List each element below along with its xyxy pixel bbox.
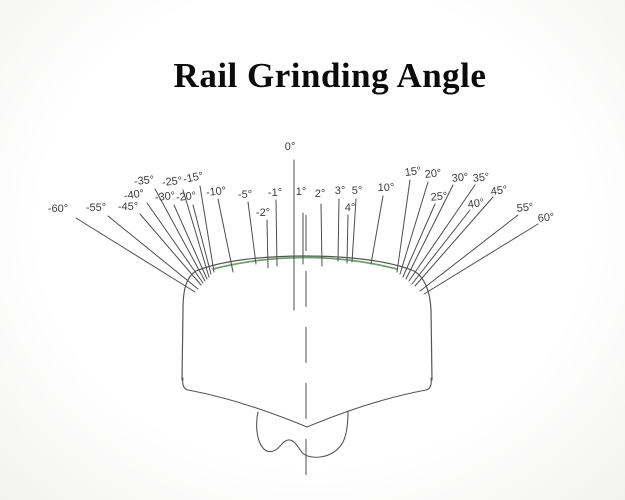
angle-line--55 (107, 215, 199, 290)
angle-label-3: 3° (335, 185, 346, 197)
angle-line-35 (408, 184, 476, 282)
angle-line-60 (423, 223, 539, 295)
angle-label-0: 0° (285, 141, 296, 153)
rail-head-outline (181, 255, 433, 381)
angle-label--10: -10° (205, 185, 226, 199)
angle-label--20: -20° (175, 190, 196, 204)
angle-line--25 (182, 189, 210, 278)
angle-label-5: 5° (352, 185, 363, 197)
angle-label-30: 30° (451, 171, 469, 185)
angle-label-45: 45° (490, 184, 508, 198)
angle-line-10 (370, 195, 384, 265)
angle-line--20 (192, 204, 212, 275)
angle-label--1: -1° (268, 187, 282, 199)
angle-line-20 (399, 181, 429, 275)
angle-line-25 (402, 203, 436, 278)
page-title: Rail Grinding Angle (173, 56, 487, 95)
angle-label--60: -60° (48, 203, 68, 215)
angle-label-40: 40° (467, 197, 485, 211)
angle-line-2 (320, 203, 323, 267)
angle-label-60: 60° (537, 211, 555, 225)
angle-label--30: -30° (154, 190, 175, 204)
angle-line-30 (405, 184, 454, 280)
angle-line-3 (337, 198, 340, 262)
angle-label-2: 2° (315, 188, 326, 200)
angle-label--15: -15° (182, 170, 204, 186)
rail-head-bottom (182, 377, 432, 428)
angle-line--10 (217, 198, 234, 273)
angle-label-25: 25° (430, 190, 448, 203)
angle-line--5 (247, 201, 257, 265)
angle-line--1 (275, 199, 278, 267)
angle-line-5 (351, 198, 357, 263)
angle-line-40 (411, 209, 471, 285)
angle-label-4: 4° (345, 202, 356, 214)
angle-label-35: 35° (472, 171, 490, 185)
angle-line--45 (139, 213, 202, 286)
angle-label--25: -25° (161, 175, 182, 189)
angle-line--60 (75, 217, 196, 293)
angle-label--35: -35° (133, 174, 154, 188)
angle-line--30 (173, 204, 208, 280)
angle-label-15: 15° (404, 165, 422, 179)
angle-line-15 (396, 179, 411, 273)
angle-line-4 (346, 214, 349, 264)
angle-line--35 (154, 188, 206, 282)
angle-label-10: 10° (378, 182, 395, 194)
angle-line--2 (266, 219, 269, 269)
angle-line-55 (419, 214, 519, 292)
crown-contact-arc (212, 256, 398, 270)
angle-label-20: 20° (424, 167, 442, 181)
angle-line--15 (199, 185, 215, 273)
angle-line--40 (146, 202, 204, 284)
angle-label--55: -55° (86, 202, 106, 214)
angle-label--5: -5° (238, 189, 252, 201)
angle-label-1: 1° (296, 186, 307, 198)
rail-web-break-line (256, 410, 349, 458)
angle-line-45 (414, 196, 494, 287)
angle-label-55: 55° (516, 201, 534, 215)
angle-label--2: -2° (256, 207, 270, 219)
angle-label--40: -40° (123, 188, 145, 203)
angle-label--45: -45° (118, 201, 138, 213)
